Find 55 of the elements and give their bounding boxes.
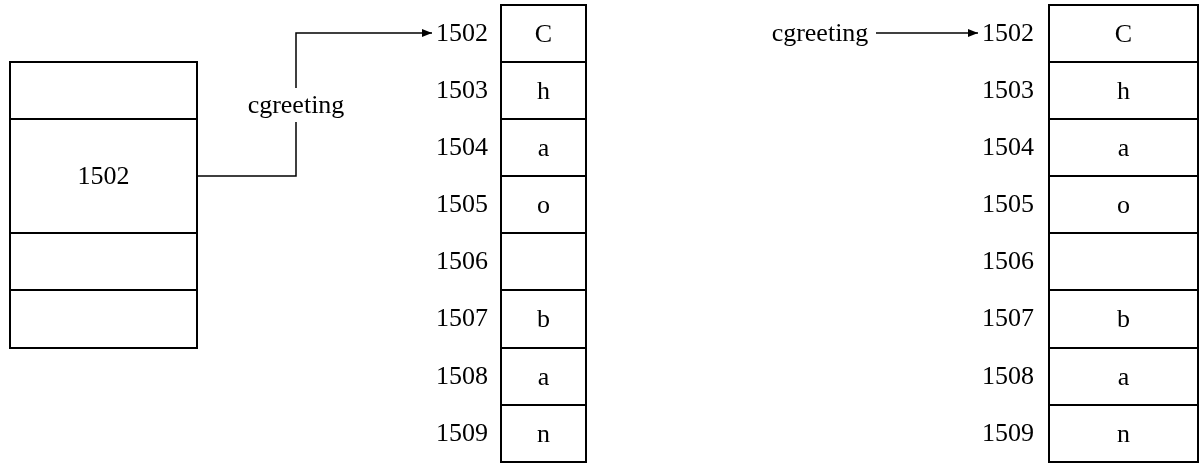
address-label: 1508 xyxy=(982,363,1034,389)
memory-cell xyxy=(9,118,198,234)
cell-value: o xyxy=(537,191,550,218)
memory-cell xyxy=(9,61,198,120)
cell-value: a xyxy=(1117,363,1130,390)
memory-cell xyxy=(1048,404,1199,463)
memory-cell xyxy=(1048,232,1199,291)
cell-value: C xyxy=(1114,20,1133,47)
pointer-label: cgreeting xyxy=(771,20,869,46)
memory-cell xyxy=(1048,118,1199,177)
memory-cell xyxy=(9,289,198,349)
cell-value: C xyxy=(534,20,553,47)
address-label: 1508 xyxy=(436,363,488,389)
address-label: 1507 xyxy=(982,305,1034,331)
address-label: 1502 xyxy=(982,20,1034,46)
cell-value: n xyxy=(1117,420,1130,447)
address-label: 1506 xyxy=(982,248,1034,274)
cell-value: n xyxy=(537,420,550,447)
memory-cell xyxy=(500,175,587,234)
memory-cell xyxy=(500,404,587,463)
memory-cell xyxy=(1048,347,1199,406)
cell-value: a xyxy=(537,134,550,161)
address-label: 1505 xyxy=(436,191,488,217)
address-label: 1509 xyxy=(436,420,488,446)
cell-value: 1502 xyxy=(77,163,130,189)
cell-value: b xyxy=(537,306,550,332)
memory-cell xyxy=(500,347,587,406)
address-label: 1506 xyxy=(436,248,488,274)
memory-cell xyxy=(1048,175,1199,234)
memory-cell xyxy=(9,232,198,291)
address-label: 1502 xyxy=(436,20,488,46)
memory-cell xyxy=(1048,289,1199,349)
arrow xyxy=(875,28,979,38)
address-label: 1503 xyxy=(982,77,1034,103)
memory-cell xyxy=(500,61,587,120)
memory-cell xyxy=(500,4,587,63)
memory-cell xyxy=(1048,61,1199,120)
cell-value: o xyxy=(1117,191,1130,218)
memory-cell xyxy=(500,232,587,291)
memory-cell xyxy=(500,118,587,177)
edge-label: cgreeting xyxy=(245,87,347,122)
memory-cell xyxy=(1048,4,1199,63)
cell-value: a xyxy=(537,363,550,390)
address-label: 1509 xyxy=(982,420,1034,446)
memory-cell xyxy=(500,289,587,349)
cell-value: h xyxy=(1117,77,1130,104)
address-label: 1504 xyxy=(436,134,488,160)
cell-value: b xyxy=(1117,306,1130,332)
address-label: 1504 xyxy=(982,134,1034,160)
address-label: 1503 xyxy=(436,77,488,103)
address-label: 1507 xyxy=(436,305,488,331)
cell-value: h xyxy=(537,77,550,104)
address-label: 1505 xyxy=(982,191,1034,217)
cell-value: a xyxy=(1117,134,1130,161)
arrow xyxy=(197,28,433,177)
